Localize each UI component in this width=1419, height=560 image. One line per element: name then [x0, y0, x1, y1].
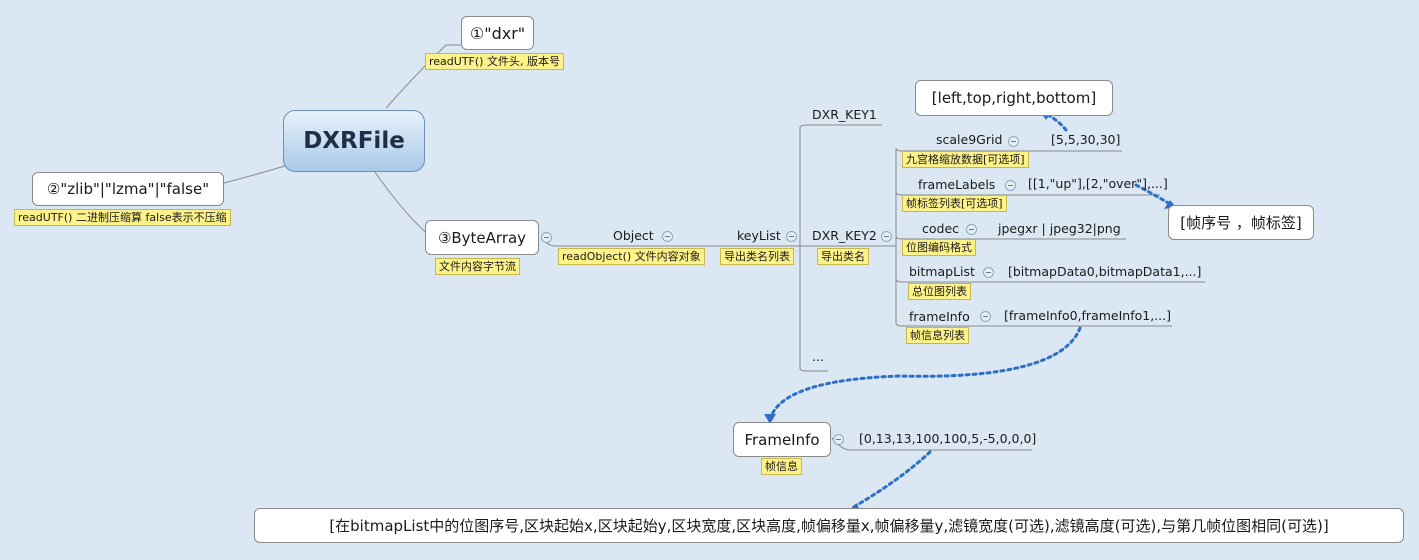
object-collapse-icon[interactable]	[662, 231, 673, 242]
object-label[interactable]: Object	[613, 228, 654, 243]
frameinfo-list-label[interactable]: frameInfo	[909, 309, 970, 324]
bytearray-node[interactable]: ③ByteArray	[425, 220, 539, 255]
header-note: readUTF() 文件头, 版本号	[425, 53, 564, 70]
scale9grid-note: 九宫格缩放数据[可选项]	[902, 151, 1029, 168]
codec-note: 位图编码格式	[902, 239, 976, 256]
bytearray-collapse-icon[interactable]	[541, 232, 552, 243]
compress-node[interactable]: ②"zlib"|"lzma"|"false"	[32, 172, 224, 206]
link-root-bytearray	[374, 171, 431, 237]
link-root-compress	[223, 164, 289, 184]
frameinfo-value: [0,13,13,100,100,5,-5,0,0,0]	[859, 431, 1037, 446]
frameinfo-list-note: 帧信息列表	[906, 327, 969, 344]
keylist-ellipsis: ...	[812, 349, 824, 364]
dxr-key2-collapse-icon[interactable]	[881, 231, 892, 242]
scale9grid-collapse-icon[interactable]	[1008, 136, 1019, 147]
keylist-collapse-icon[interactable]	[786, 231, 797, 242]
framelabels-label[interactable]: frameLabels	[918, 177, 996, 192]
bitmaplist-label[interactable]: bitmapList	[909, 264, 975, 279]
scale9grid-label[interactable]: scale9Grid	[936, 132, 1003, 147]
arrow-frameinfo-desc	[850, 450, 932, 510]
link-bytearray-object	[540, 237, 682, 247]
framelabels-value: [[1,"up"],[2,"over"],...]	[1028, 176, 1168, 191]
keylist-label[interactable]: keyList	[737, 228, 781, 243]
header-node[interactable]: ①"dxr"	[461, 16, 534, 50]
frameinfo-desc-box[interactable]: [在bitmapList中的位图序号,区块起始x,区块起始y,区块宽度,区块高度…	[254, 508, 1404, 543]
bytearray-note: 文件内容字节流	[435, 258, 520, 275]
framelabels-collapse-icon[interactable]	[1005, 180, 1016, 191]
link-key2-branch	[880, 147, 1205, 327]
codec-collapse-icon[interactable]	[966, 224, 977, 235]
frameinfo-note: 帧信息	[761, 458, 802, 475]
frameinfo-collapse-icon[interactable]	[833, 434, 844, 445]
rect-box[interactable]: [left,top,right,bottom]	[915, 80, 1113, 116]
arrowhead-frameinfo	[764, 414, 776, 424]
object-note: readObject() 文件内容对象	[558, 248, 705, 265]
arrow-frameinfo-list	[768, 326, 1082, 422]
keylist-note: 导出类名列表	[720, 248, 794, 265]
bitmaplist-value: [bitmapData0,bitmapData1,...]	[1008, 264, 1202, 279]
dxr-key2-note: 导出类名	[817, 248, 869, 265]
codec-value: jpegxr | jpeg32|png	[998, 221, 1121, 236]
arrow-labels-box	[1134, 183, 1172, 206]
arrow-scale9-rect	[1044, 112, 1068, 132]
frameinfo-list-collapse-icon[interactable]	[980, 311, 991, 322]
codec-label[interactable]: codec	[922, 221, 960, 236]
bitmaplist-collapse-icon[interactable]	[983, 267, 994, 278]
framelabels-note: 帧标签列表[可选项]	[902, 195, 1007, 212]
label-box[interactable]: [帧序号 ，帧标签]	[1168, 205, 1314, 240]
root-node[interactable]: DXRFile	[283, 110, 425, 172]
dxr-key2-label[interactable]: DXR_KEY2	[812, 228, 877, 243]
bitmaplist-note: 总位图列表	[908, 283, 971, 300]
link-root-header	[385, 44, 462, 109]
scale9grid-value: [5,5,30,30]	[1051, 132, 1121, 147]
compress-note: readUTF() 二进制压缩算 false表示不压缩	[14, 209, 231, 226]
frameinfo-list-value: [frameInfo0,frameInfo1,...]	[1004, 308, 1171, 323]
link-keylist-branch	[799, 124, 882, 372]
frameinfo-node[interactable]: FrameInfo	[733, 422, 831, 457]
dxr-key1-label[interactable]: DXR_KEY1	[812, 107, 877, 122]
